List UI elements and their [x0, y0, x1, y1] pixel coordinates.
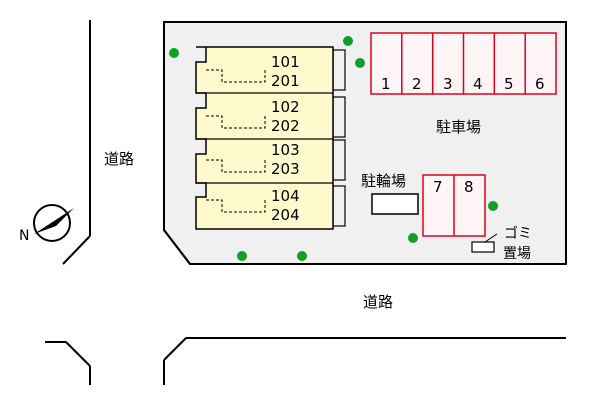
road-label-left: 道路	[104, 150, 134, 168]
garbage-label-line2: 置場	[503, 246, 531, 262]
interior-dashed-lines	[206, 69, 266, 213]
parking-slot-7-label: 7	[433, 178, 443, 196]
north-compass-icon: N	[19, 204, 74, 244]
unit-101-label: 101	[271, 53, 300, 71]
compass-north-letter: N	[19, 228, 29, 244]
trees	[169, 36, 498, 261]
unit-102-label: 102	[271, 98, 300, 116]
apartment-building: 101 201 102 202 103 203 104 204	[195, 46, 346, 230]
unit-203-label: 203	[271, 160, 300, 178]
bicycle-parking-box	[371, 193, 419, 215]
parking-slot-1-label: 1	[381, 75, 391, 93]
tree-icon	[408, 233, 418, 243]
tree-icon	[488, 201, 498, 211]
unit-204-label: 204	[271, 206, 300, 224]
parking-slot-6-label: 6	[535, 75, 545, 93]
tree-icon	[343, 36, 353, 46]
tree-icon	[169, 48, 179, 58]
parking-slot-5-label: 5	[504, 75, 514, 93]
parking-row-top: 1 2 3 4 5 6	[370, 32, 557, 95]
tree-icon	[297, 251, 307, 261]
tree-icon	[237, 251, 247, 261]
garbage-label-line1: ゴミ	[504, 225, 532, 242]
parking-area-label: 駐車場	[436, 118, 481, 136]
unit-dividers	[196, 92, 333, 184]
garbage-leader-line	[484, 233, 498, 243]
garbage-box	[471, 241, 495, 253]
unit-104-label: 104	[271, 187, 300, 205]
parking-slot-3-label: 3	[443, 75, 453, 93]
balcony-outlines	[332, 49, 346, 227]
unit-202-label: 202	[271, 117, 300, 135]
parking-slot-4-label: 4	[473, 75, 483, 93]
parking-row-lower: 7 8	[422, 174, 486, 237]
parking-slot-2-label: 2	[412, 75, 422, 93]
unit-201-label: 201	[271, 72, 300, 90]
tree-icon	[355, 58, 365, 68]
bicycle-parking-label: 駐輪場	[361, 172, 406, 190]
parking-slot-8-label: 8	[464, 178, 474, 196]
unit-103-label: 103	[271, 141, 300, 159]
road-label-bottom: 道路	[363, 293, 393, 311]
road-lines	[45, 20, 566, 385]
